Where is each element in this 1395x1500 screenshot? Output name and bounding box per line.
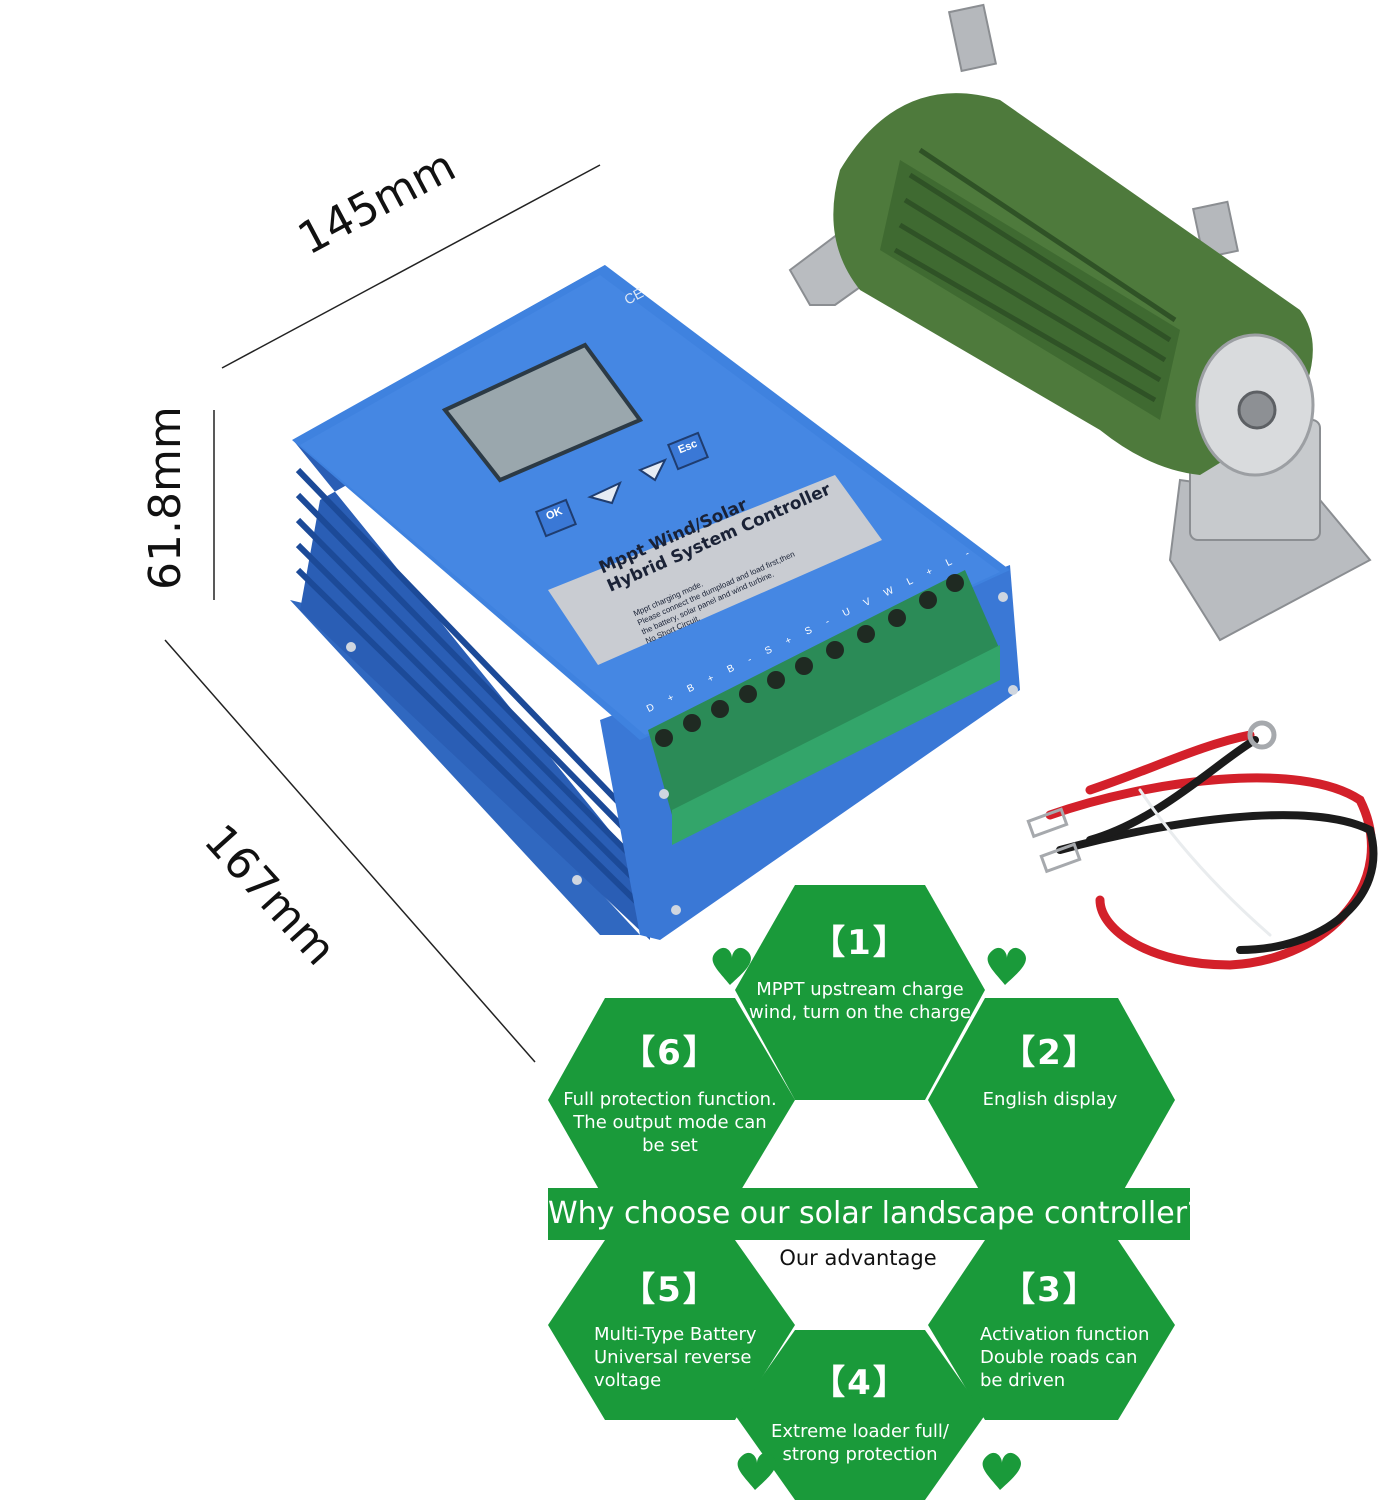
feature-4-number: 【4】	[811, 1363, 909, 1403]
battery-cables	[1026, 720, 1378, 970]
controller-unit	[290, 265, 1020, 940]
feature-3-text: Activation function Double roads can be …	[980, 1324, 1150, 1391]
feature-5: 【5】 Multi-Type Battery Universal reverse…	[560, 1262, 780, 1392]
feature-2: 【2】 English display	[930, 1025, 1170, 1111]
hexagon-1	[735, 885, 985, 1100]
feature-3: 【3】 Activation function Double roads can…	[940, 1262, 1160, 1392]
feature-hexagons	[548, 885, 1175, 1500]
hexagon-6	[548, 998, 795, 1200]
feature-6: 【6】 Full protection function. The output…	[550, 1025, 790, 1157]
feature-1: 【1】 MPPT upstream charge wind, turn on t…	[740, 915, 980, 1024]
dump-load-resistor	[788, 3, 1372, 642]
width-dimension-line	[221, 164, 601, 369]
hexagon-5	[548, 1240, 795, 1420]
feature-5-text: Multi-Type Battery Universal reverse vol…	[594, 1324, 757, 1391]
feature-1-number: 【1】	[811, 923, 909, 963]
feature-1-text: MPPT upstream charge wind, turn on the c…	[748, 979, 971, 1023]
height-dimension-label: 61.8mm	[140, 406, 191, 590]
feature-3-number: 【3】	[1001, 1270, 1099, 1310]
feature-4-text: Extreme loader full/ strong protection	[771, 1421, 949, 1465]
hexagon-4	[735, 1330, 985, 1500]
hexagon-2	[928, 998, 1175, 1200]
feature-2-number: 【2】	[1001, 1033, 1099, 1073]
heart-icons	[712, 947, 1026, 1490]
feature-2-text: English display	[982, 1089, 1118, 1110]
hexagon-3	[928, 1240, 1175, 1420]
feature-5-number: 【5】	[621, 1270, 719, 1310]
depth-dimension-line	[164, 639, 536, 1063]
feature-4: 【4】 Extreme loader full/ strong protecti…	[740, 1355, 980, 1466]
feature-6-number: 【6】	[621, 1033, 719, 1073]
advantage-subtitle: Our advantage	[779, 1246, 937, 1270]
advantage-banner: Why choose our solar landscape controlle…	[548, 1188, 1203, 1240]
feature-6-text: Full protection function. The output mod…	[563, 1089, 777, 1156]
